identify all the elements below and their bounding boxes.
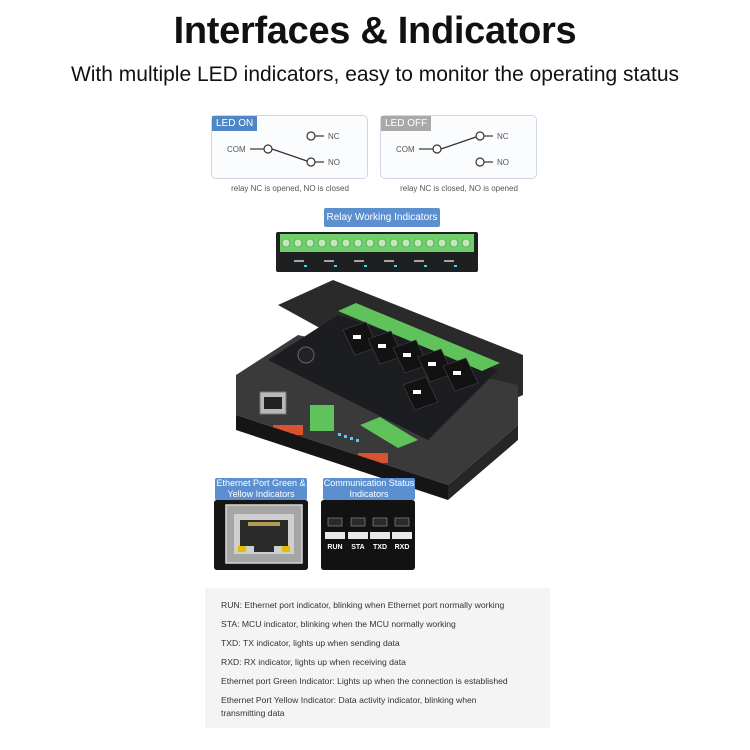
nc-label: NC	[328, 132, 340, 141]
relay-working-indicators-tag: Relay Working Indicators	[324, 208, 440, 227]
led-on-diagram: COM NC NO LED ON	[211, 115, 368, 179]
ethernet-port-icon	[214, 500, 308, 570]
nc-label: NC	[497, 132, 509, 141]
relay-switch-closed-nc-icon: COM NC NO	[396, 131, 509, 167]
led-off-diagram: COM NC NO LED OFF	[380, 115, 537, 179]
terminal-block-closeup	[276, 232, 478, 272]
legend-item: RXD: RX indicator, lights up when receiv…	[221, 657, 406, 667]
no-label: NO	[497, 158, 509, 167]
led-on-caption: relay NC is opened, NO is closed	[231, 184, 349, 193]
rxd-led-label: RXD	[395, 544, 410, 551]
legend-item: STA: MCU indicator, blinking when the MC…	[221, 619, 456, 629]
status-leds-image: RUN STA TXD RXD	[321, 500, 415, 570]
relay-switch-closed-no-icon: COM NC NO	[227, 131, 340, 167]
communication-status-indicators-tag: Communication Status Indicators	[323, 478, 415, 500]
no-label: NO	[328, 158, 340, 167]
sta-led-label: STA	[351, 544, 364, 551]
led-off-tag: LED OFF	[381, 116, 432, 131]
legend-item: Ethernet Port Yellow Indicator: Data act…	[221, 695, 477, 705]
relay-board-image	[236, 280, 523, 500]
com-label: COM	[227, 145, 246, 154]
communication-leds-closeup: RUN STA TXD RXD	[321, 500, 415, 570]
led-off-caption: relay NC is closed, NO is opened	[400, 184, 518, 193]
txd-led-label: TXD	[373, 544, 387, 551]
indicator-legend: RUN: Ethernet port indicator, blinking w…	[205, 588, 550, 728]
legend-item: RUN: Ethernet port indicator, blinking w…	[221, 600, 505, 610]
com-label: COM	[396, 145, 415, 154]
ethernet-port-closeup	[214, 500, 308, 570]
ethernet-port-indicators-tag: Ethernet Port Green & Yellow Indicators	[215, 478, 307, 500]
page-title: Interfaces & Indicators	[173, 10, 577, 52]
run-led-label: RUN	[327, 544, 342, 551]
legend-item: Ethernet port Green Indicator: Lights up…	[221, 676, 508, 686]
terminal-block-image	[280, 234, 474, 267]
led-on-tag: LED ON	[212, 116, 258, 131]
legend-item-continuation: transmitting data	[221, 708, 285, 718]
page-subtitle: With multiple LED indicators, easy to mo…	[70, 63, 680, 86]
legend-item: TXD: TX indicator, lights up when sendin…	[221, 638, 400, 648]
